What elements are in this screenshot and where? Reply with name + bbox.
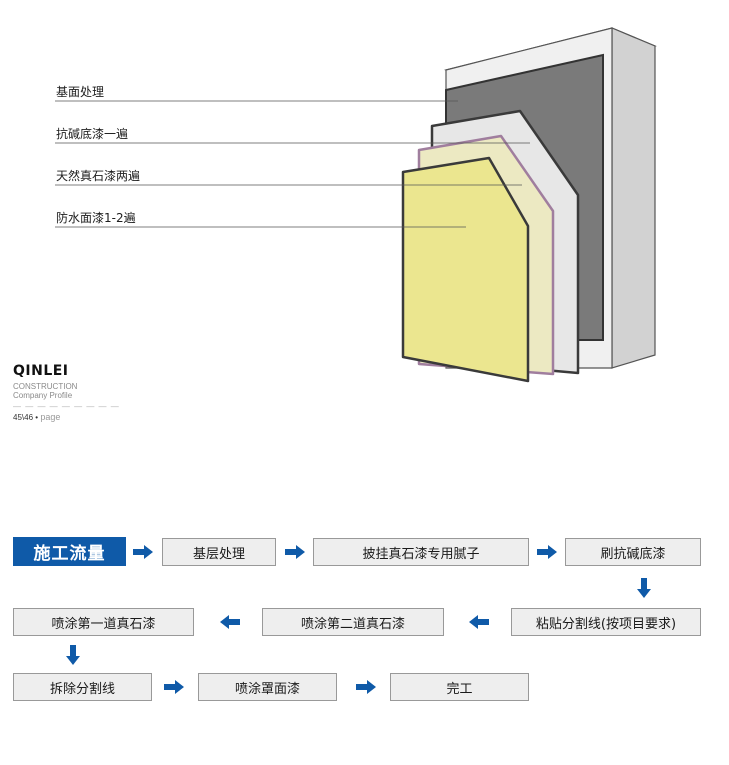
arrow-right-icon	[537, 545, 557, 559]
flow-step-1: 基层处理	[162, 538, 276, 566]
arrow-left-icon	[469, 615, 489, 629]
flow-step-7: 拆除分割线	[13, 673, 152, 701]
layer-label-stone: 天然真石漆两遍	[56, 169, 141, 183]
arrow-right-icon	[356, 680, 376, 694]
arrow-right-icon	[164, 680, 184, 694]
page-number: 45\46	[13, 413, 34, 422]
arrow-right-icon	[133, 545, 153, 559]
wall-layers-diagram	[55, 27, 657, 383]
flow-step-5: 喷涂第二道真石漆	[262, 608, 444, 636]
brand-logo: QINLEI	[13, 363, 69, 379]
brand-line-2: Company Profile	[13, 391, 73, 400]
flow-title: 施工流量	[13, 537, 126, 566]
layer-label-topcoat: 防水面漆1-2遍	[56, 211, 136, 225]
flow-step-2: 披挂真石漆专用腻子	[313, 538, 529, 566]
flow-step-8: 喷涂罩面漆	[198, 673, 337, 701]
wall-block-side	[611, 27, 656, 369]
flow-step-9: 完工	[390, 673, 529, 701]
brand-divider: — — — — — — — — —	[13, 402, 120, 411]
brand-line-1: CONSTRUCTION	[13, 382, 78, 391]
flow-step-4: 粘贴分割线(按项目要求)	[511, 608, 701, 636]
arrow-down-icon	[637, 578, 651, 598]
page-word: page	[40, 412, 61, 422]
arrow-down-icon	[66, 645, 80, 665]
arrow-right-icon	[285, 545, 305, 559]
arrow-left-icon	[220, 615, 240, 629]
layer-label-primer: 抗碱底漆一遍	[56, 127, 129, 141]
flow-step-3: 刷抗碱底漆	[565, 538, 701, 566]
topcoat-layer	[401, 156, 530, 383]
page-indicator: 45\46 • page	[13, 412, 60, 422]
flow-arrows	[66, 545, 651, 694]
flow-step-6: 喷涂第一道真石漆	[13, 608, 194, 636]
page-dot: •	[35, 413, 39, 422]
layer-label-base: 基面处理	[56, 85, 105, 99]
